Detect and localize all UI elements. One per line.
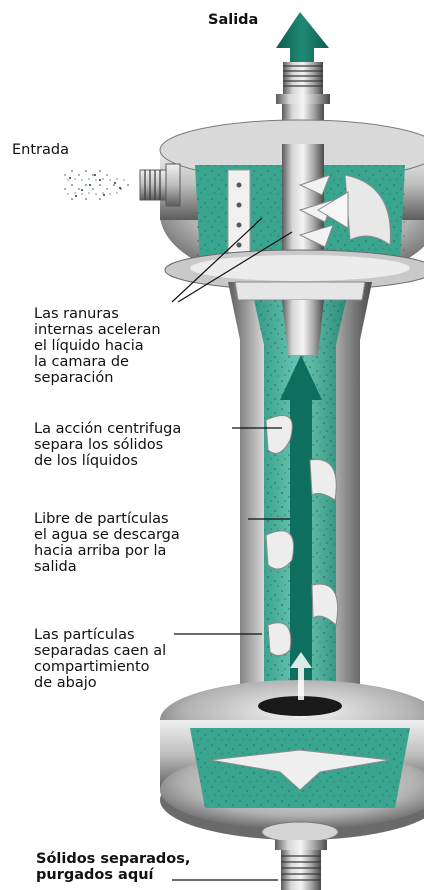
purge-label: Sólidos separados, purgados aquí [36, 851, 191, 883]
lower-housing [160, 652, 424, 843]
inlet-pipe [139, 163, 181, 207]
clean-water-column [280, 300, 324, 700]
outlet-label: Salida [208, 12, 259, 28]
slots-label: Las ranuras internas aceleran el líquido… [34, 306, 161, 386]
clean-water-label: Libre de partículas el agua se descarga … [34, 511, 180, 575]
purge-pipe [275, 840, 327, 890]
inlet-flow-arrow [62, 168, 132, 202]
spiral-vanes [265, 415, 339, 656]
leader-lines [171, 217, 293, 881]
outlet-arrow [276, 12, 329, 62]
centrifugal-label: La acción centrifuga separa los sólidos … [34, 421, 182, 469]
particles-label: Las partículas separadas caen al compart… [34, 627, 167, 691]
upper-housing [159, 119, 424, 291]
inlet-label: Entrada [12, 142, 69, 158]
